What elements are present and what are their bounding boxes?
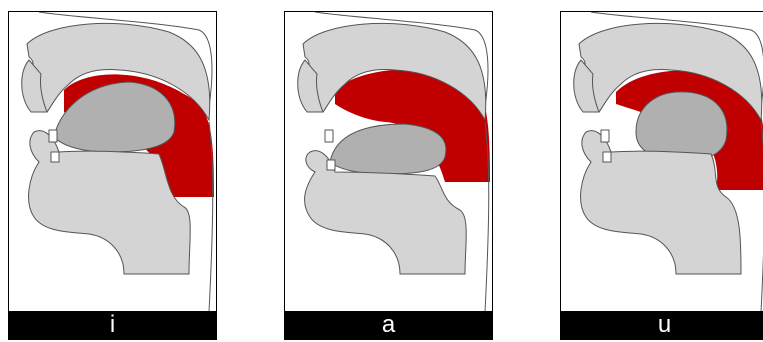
vowel-panel-a: a [284,11,493,340]
vowel-label-i: i [9,311,216,339]
vowel-panel-u: u [560,11,763,340]
vowel-label-u: u [561,311,763,339]
vowel-panel-i: i [8,11,217,340]
tongue [636,92,727,161]
vowel-label-a: a [285,311,492,339]
vocal-tract-diagram-a [285,12,492,312]
tongue [330,124,446,174]
vocal-tract-diagram-u [561,12,763,312]
teeth [325,130,335,170]
vocal-tract-diagram-i [9,12,216,312]
